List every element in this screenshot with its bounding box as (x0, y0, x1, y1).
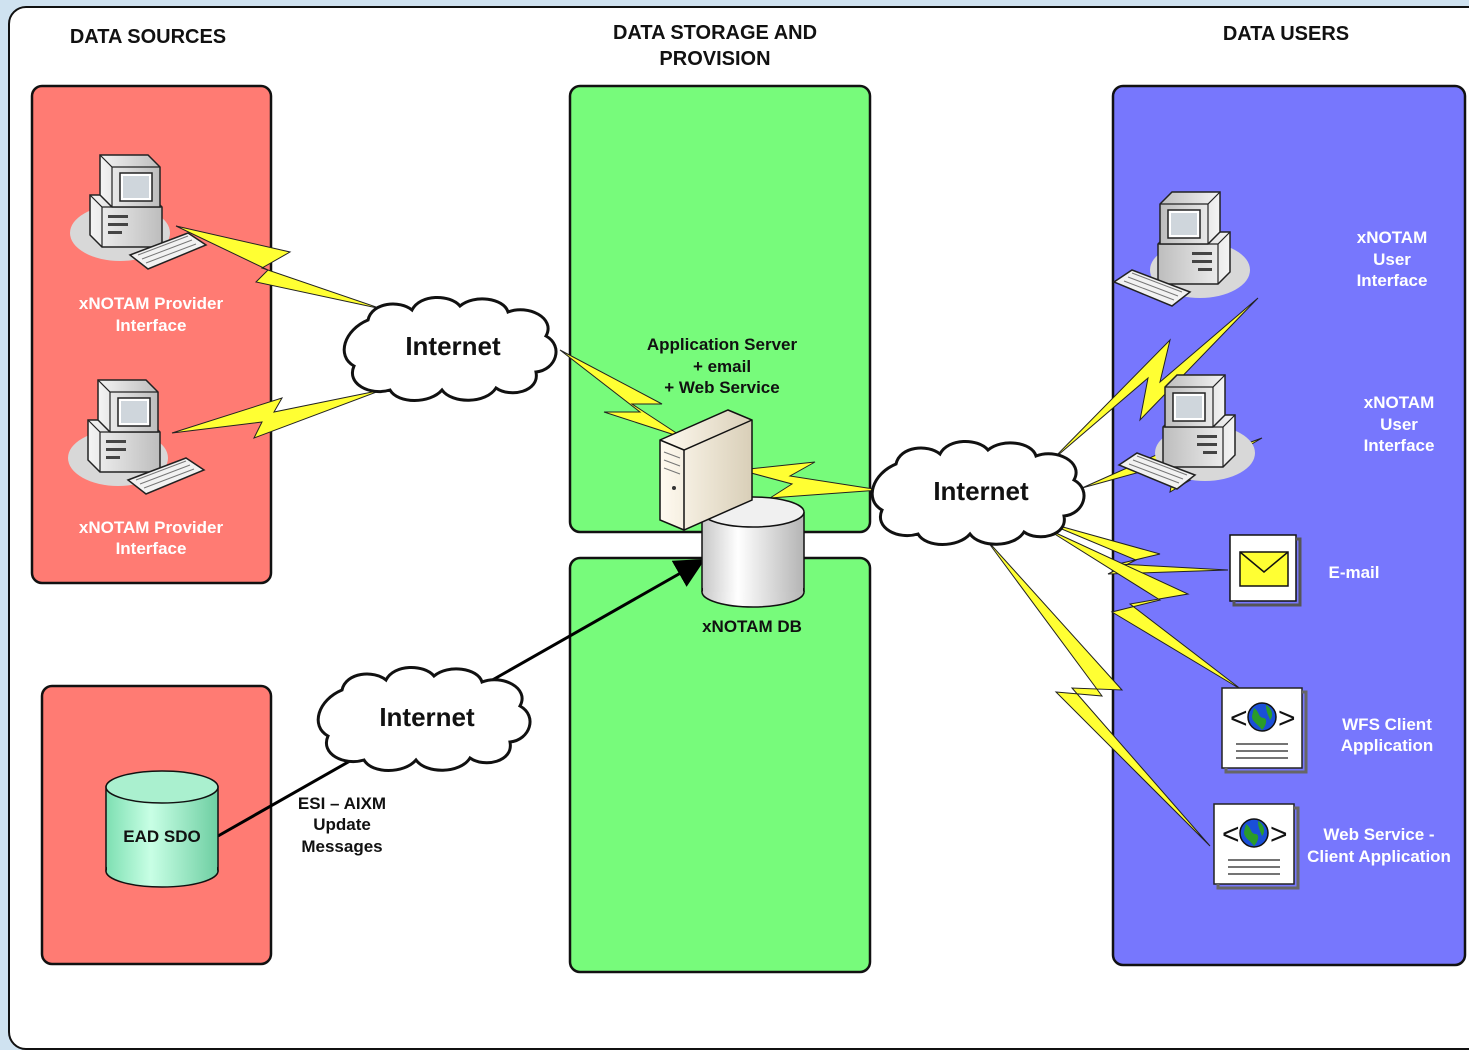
esi-label-line2: Update (313, 815, 371, 834)
ui1-label-line3: Interface (1357, 271, 1428, 290)
provider2-label-line2: Interface (116, 539, 187, 558)
header-provision: PROVISION (659, 48, 770, 70)
ws-label-line2: Client Application (1307, 847, 1451, 866)
internet-cloud-right: Internet (870, 440, 1086, 546)
internet-label-right: Internet (933, 476, 1029, 506)
provider1-label-line1: xNOTAM Provider (79, 294, 224, 313)
lightning-email (1044, 521, 1229, 575)
ui2-label-line2: User (1380, 415, 1418, 434)
provider1-label-line2: Interface (116, 316, 187, 335)
esi-label-line1: ESI – AIXM (298, 794, 386, 813)
architecture-diagram: < > DATA SOURCES DATA STORAGE AND PROVIS… (30, 22, 1467, 974)
ead-sdo-database-icon (105, 770, 219, 888)
provider2-label-line1: xNOTAM Provider (79, 518, 224, 537)
internet-cloud-top: Internet (342, 296, 558, 402)
wfs-label-line2: Application (1341, 736, 1434, 755)
diagram-stage: < > DATA SOURCES DATA STORAGE AND PROVIS… (8, 6, 1469, 1050)
users-panel (1111, 84, 1467, 967)
ws-label-line1: Web Service - (1323, 825, 1434, 844)
xnotam-db-icon (701, 496, 805, 608)
esi-label-line3: Messages (301, 837, 382, 856)
email-envelope-icon (1229, 534, 1302, 607)
wfs-document-globe-icon (1220, 686, 1308, 774)
connections (171, 225, 1263, 847)
wfs-label-line1: WFS Client (1342, 715, 1432, 734)
app-server-label-line2: + email (693, 357, 751, 376)
ui1-label-line2: User (1373, 250, 1411, 269)
email-label: E-mail (1328, 563, 1379, 582)
ui2-label-line3: Interface (1364, 436, 1435, 455)
internet-cloud-bottom: Internet (316, 666, 532, 772)
ui1-label-line1: xNOTAM (1357, 228, 1428, 247)
header-data-sources: DATA SOURCES (70, 26, 226, 48)
internet-label-top: Internet (405, 331, 501, 361)
internet-label-bottom: Internet (379, 702, 475, 732)
ui2-label-line1: xNOTAM (1364, 393, 1435, 412)
lightning-ui1 (1049, 297, 1259, 463)
app-server-label-line3: + Web Service (664, 378, 779, 397)
application-server-icon (659, 409, 753, 531)
header-data-storage: DATA STORAGE AND (613, 22, 817, 44)
lightning-webservice (984, 537, 1211, 847)
app-server-label-line1: Application Server (647, 335, 798, 354)
xnotam-db-label: xNOTAM DB (702, 617, 802, 636)
header-data-users: DATA USERS (1223, 23, 1349, 45)
ead-sdo-label: EAD SDO (123, 827, 200, 846)
webservice-document-globe-icon (1212, 802, 1300, 890)
